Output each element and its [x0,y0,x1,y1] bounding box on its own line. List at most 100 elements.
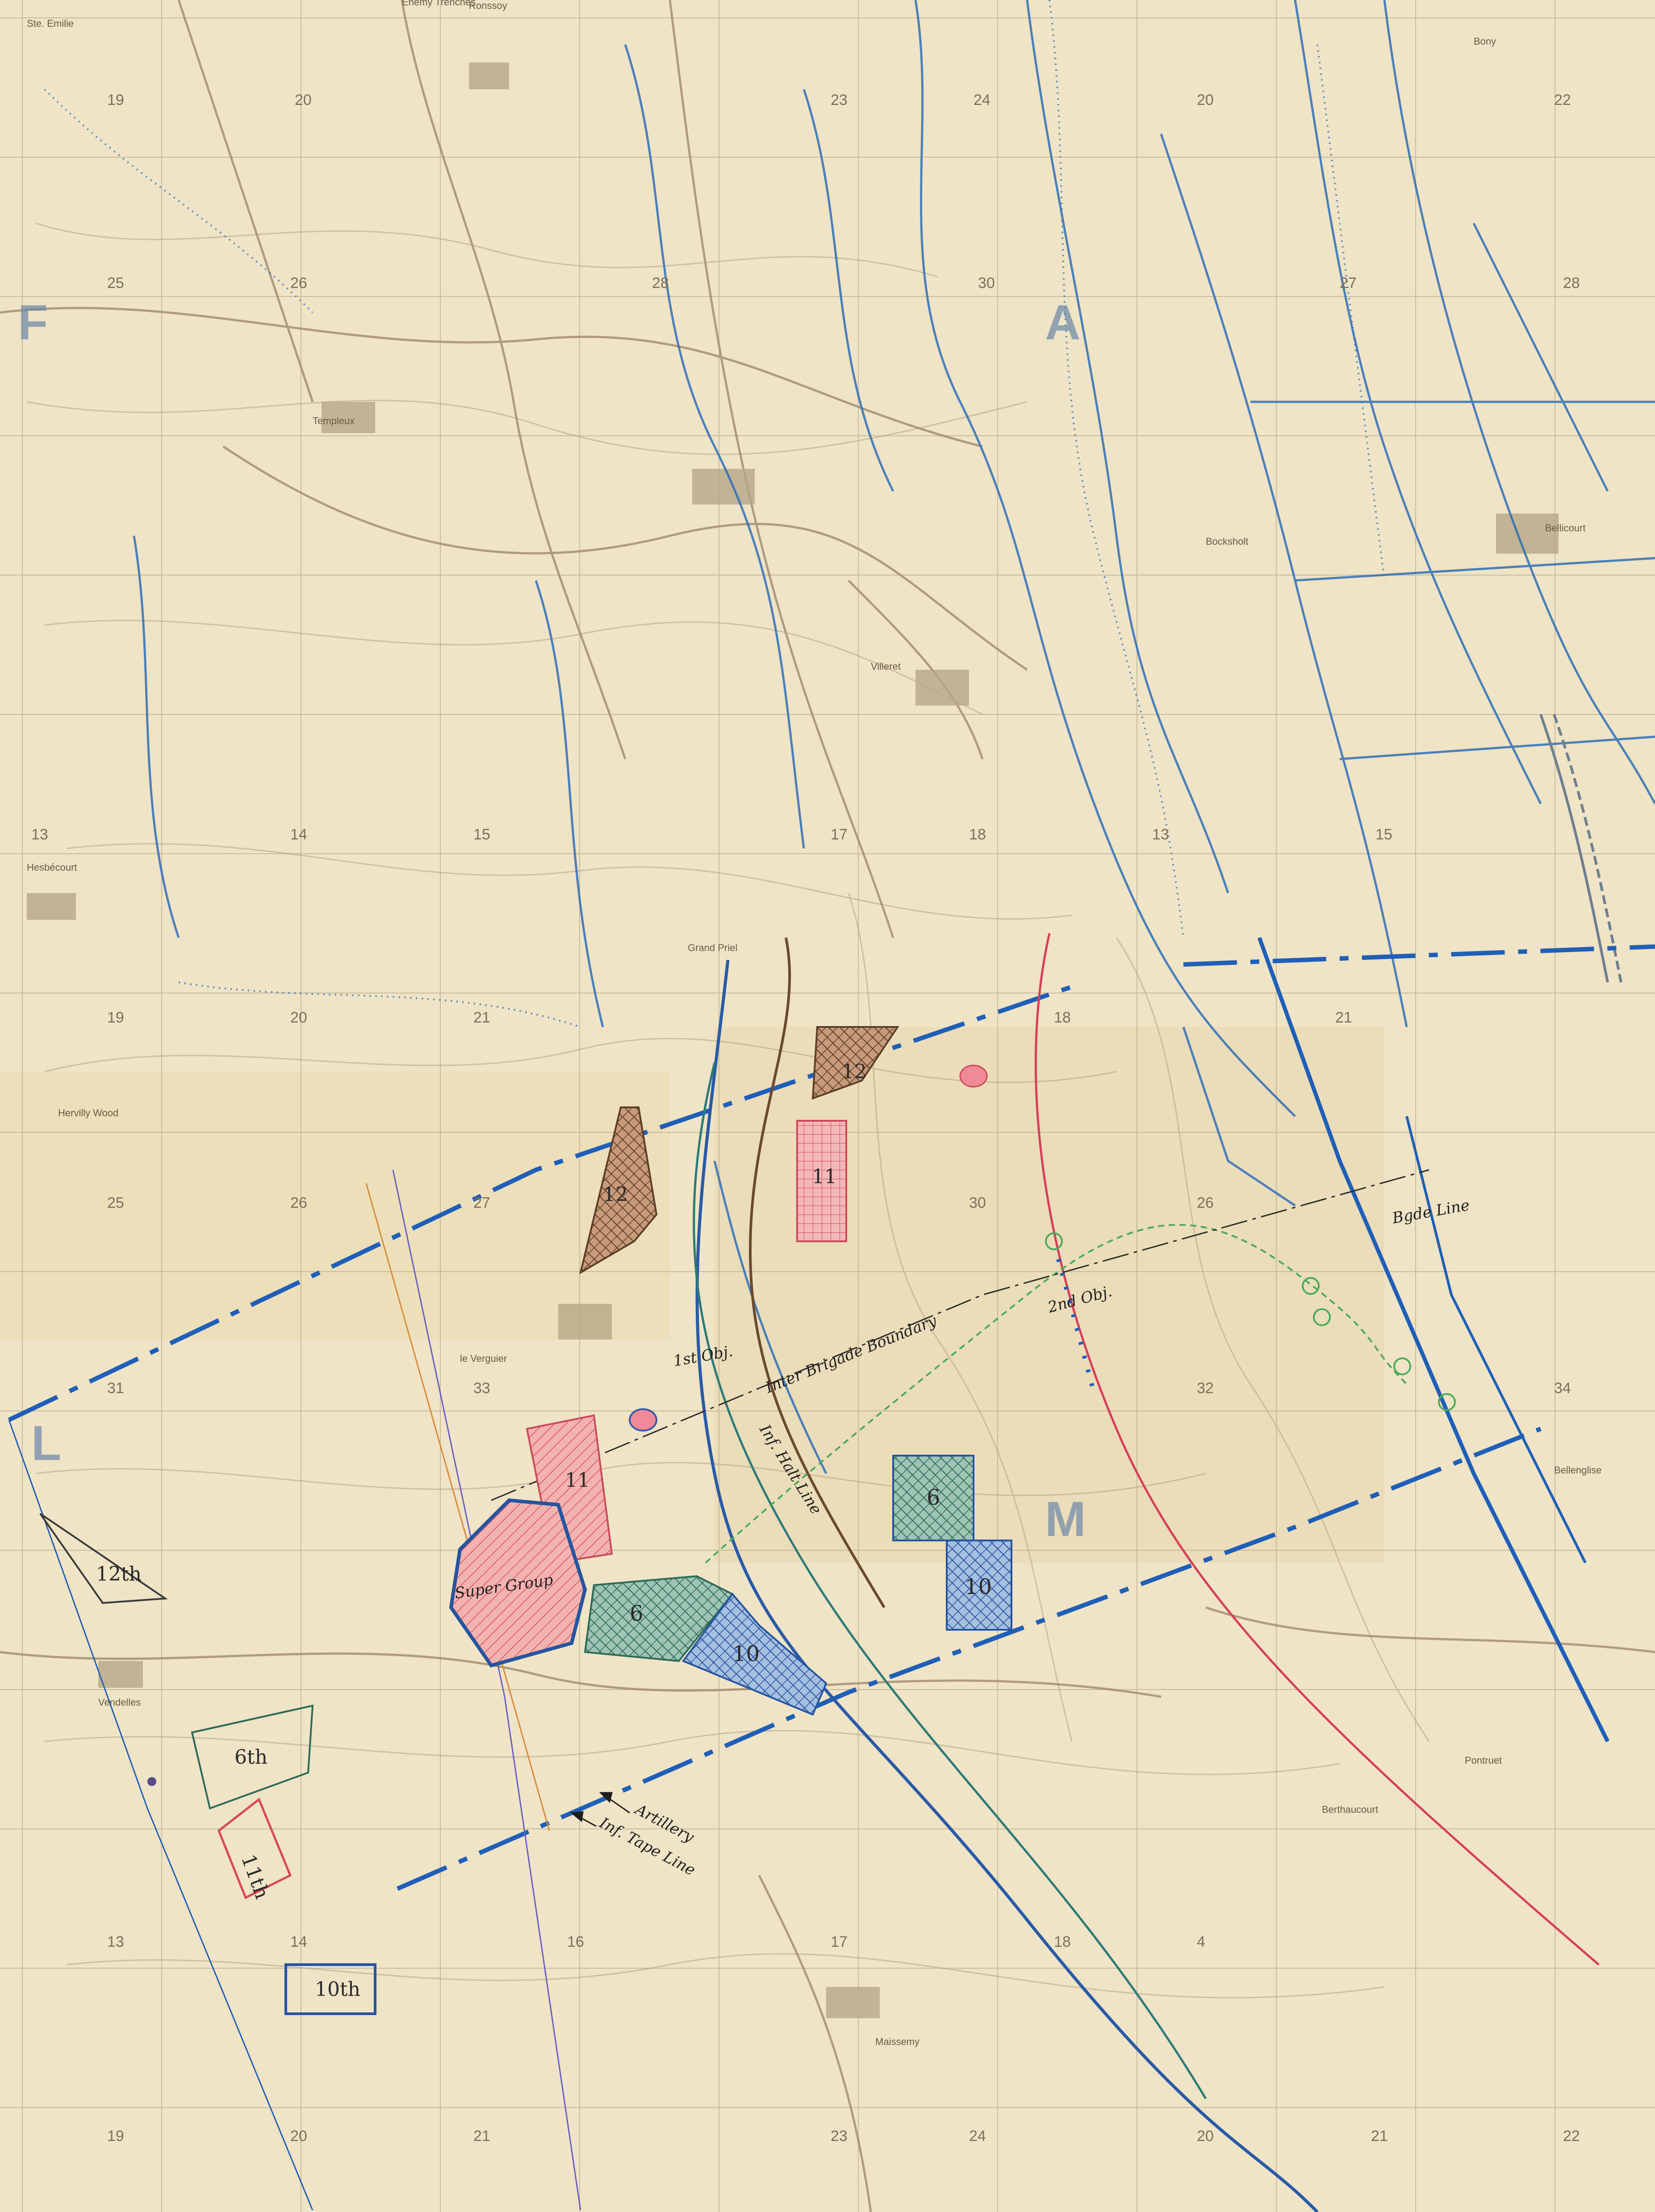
grid-number-label: 4 [1197,1933,1205,1950]
grid-number-label: 22 [1563,2128,1580,2145]
sector-outline [8,1419,313,2211]
strongpoint-marker [959,1064,988,1088]
unit-label-11-top: 11 [812,1165,837,1188]
inf-halt-line [748,937,886,1608]
sheet-letter-m: M [1045,1492,1086,1547]
unit-box-6th [191,1704,314,1810]
right-heavy-lines [1257,937,1610,1743]
grid-number-label: 21 [473,2128,490,2145]
unit-label-10-right: 10 [965,1574,992,1599]
grid-number-label: 21 [1371,2128,1388,2145]
grid-number-label: 27 [1340,275,1357,292]
place-villeret: Villeret [871,661,901,672]
villages [27,63,1559,2018]
grid-number-label: 20 [1197,2128,1214,2145]
inter-brigade-boundary-line [491,1169,1429,1501]
sector-outline-2 [392,1169,581,2211]
unit-box-10th [284,1963,376,2015]
place-hesbecourt: Hesbécourt [27,862,77,873]
grid-number-label: 13 [107,1933,124,1950]
small-dot [147,1777,156,1786]
place-bony: Bony [1474,36,1496,47]
place-ste-emilie: Ste. Emilie [27,18,74,29]
grid-number-label: 14 [290,826,307,843]
grid-number-label: 23 [831,2128,848,2145]
grid-number-label: 24 [969,2128,986,2145]
objective-2-ticks [1056,1258,1096,1394]
grid-number-label: 25 [107,1194,124,1211]
unit-area-6-right [892,1455,974,1541]
brigade-boundaries [8,944,1655,1891]
place-berthaucourt: Berthaucourt [1322,1804,1378,1815]
map-header: Enemy Trenches [402,0,476,8]
grid-number-label: 21 [473,1009,490,1026]
unit-area-12-left [579,1106,658,1275]
grid-number-label: 19 [107,1009,124,1026]
sheet-letter-l: L [31,1416,61,1471]
unit-box-12th [39,1513,168,1604]
grid-number-label: 20 [1197,92,1214,109]
grid-number-label: 18 [969,826,986,843]
unit-label-11-mid: 11 [565,1469,590,1492]
unit-area-6-mid [584,1575,734,1662]
grid-number-label: 26 [290,275,307,292]
place-pontruet: Pontruet [1465,1755,1502,1766]
unit-label-10th: 10th [315,1978,360,2001]
grid-number-label: 28 [652,275,669,292]
grid-number-label: 20 [295,92,312,109]
grid-number-label: 23 [831,92,848,109]
unit-label-12-top: 12 [842,1060,867,1083]
unit-box-11th [217,1798,292,1899]
wire-dots [44,0,1385,1028]
trench-network [133,0,1655,1474]
grid-number-label: 13 [1152,826,1169,843]
unit-area-12-top [811,1026,899,1100]
grid-number-label: 31 [107,1380,124,1397]
grid-number-label: 32 [1197,1380,1214,1397]
right-heavy-lines-2 [1405,1116,1587,1564]
grid-number-label: 22 [1554,92,1571,109]
grid-number-label: 15 [1375,826,1392,843]
grid-number-label: 19 [107,92,124,109]
objective-1-line-teal [693,1062,1207,2099]
grid-number-label: 27 [473,1194,490,1211]
grid-number-label: 16 [567,1933,584,1950]
place-bellenglise: Bellenglise [1554,1465,1601,1476]
grid-number-label: 18 [1054,1933,1071,1950]
unit-label-6-mid: 6 [630,1601,644,1626]
unit-area-10-mid [681,1592,828,1716]
grid-number-label: 28 [1563,275,1580,292]
unit-area-11-top [796,1120,847,1242]
grid-number-label: 33 [473,1380,490,1397]
grid-number-label: 18 [1054,1009,1071,1026]
unit-label-6-right: 6 [927,1485,940,1510]
grid-number-label: 14 [290,1933,307,1950]
grid-number-label: 17 [831,826,848,843]
place-grand-priel: Grand Priel [688,942,737,953]
place-hervilly-wood: Hervilly Wood [58,1107,118,1119]
grid-number-label: 17 [831,1933,848,1950]
objective-2-line-pink [1034,933,1600,1966]
place-templeux: Templeux [313,415,355,426]
paper-stain-left [0,1072,670,1340]
unit-area-10-right [946,1540,1012,1631]
tape-line-arrows [570,1792,630,1827]
unit-label-12-left: 12 [603,1183,628,1206]
place-vendelles: Vendelles [98,1697,141,1708]
paper-stain [715,1027,1384,1563]
place-bocksholt: Bocksholt [1206,536,1248,547]
place-bellicourt: Bellicourt [1545,522,1585,534]
grid-number-label: 30 [969,1194,986,1211]
objective-1-line-blue [695,960,1319,2212]
grid-number-label: 26 [1197,1194,1214,1211]
grid-number-label: 20 [290,2128,307,2145]
grid-number-label: 19 [107,2128,124,2145]
super-group-area [449,1498,587,1668]
place-maissemy: Maissemy [875,2036,919,2047]
grid-number-label: 30 [978,275,995,292]
grid-number-label: 13 [31,826,48,843]
strongpoint-marker-2 [629,1408,657,1432]
